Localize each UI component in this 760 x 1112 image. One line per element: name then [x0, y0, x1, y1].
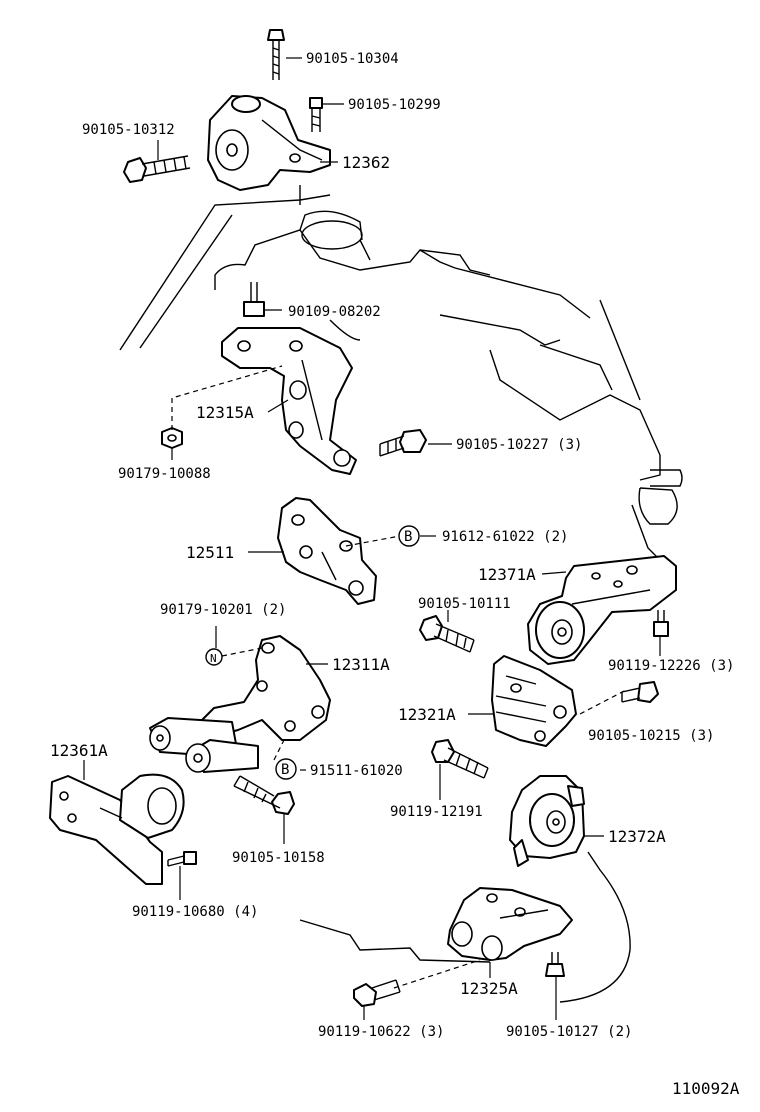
bolt-90119-10622-icon: [353, 979, 401, 1007]
label-12371A: 12371A: [478, 565, 536, 584]
bolt-90105-10215-dashed-leader: [579, 689, 627, 715]
label-91612-61022: 91612-61022 (2): [442, 529, 568, 545]
bolt-90105-10299-icon: [309, 97, 323, 132]
engine-mount-insulator-12372A[interactable]: [509, 775, 585, 867]
svg-text:N: N: [210, 652, 217, 665]
bolt-90119-10680-icon: [167, 851, 197, 867]
svg-text:B: B: [404, 529, 412, 545]
bolt-90119-10622-dashed-leader: [393, 959, 481, 989]
label-90179-10201: 90179-10201 (2): [160, 602, 286, 618]
label-90105-10304: 90105-10304: [306, 51, 399, 67]
nut-90179-10088-icon: [161, 427, 183, 449]
engine-mount-insulator-12361A[interactable]: [49, 773, 185, 885]
engine-mount-bracket-12315A[interactable]: [221, 327, 357, 475]
nut-90179-10201-dashed-leader: [221, 647, 263, 657]
bolt-91612-61022-dashed-leader: [345, 535, 401, 547]
bolt-90119-12191-icon: [431, 739, 489, 779]
bolt-90105-10111-icon: [419, 615, 475, 653]
callout-b-lower: B: [275, 758, 297, 780]
nut-90179-10088-dashed-leader: [171, 365, 283, 430]
bolt-90105-10158-icon: [233, 775, 295, 815]
label-91511-61020: 91511-61020: [310, 763, 403, 779]
label-90119-12226: 90119-12226 (3): [608, 658, 734, 674]
bolt-90105-10127-icon: [545, 952, 565, 977]
label-90179-10088: 90179-10088: [118, 466, 211, 482]
callout-b-upper: B: [398, 525, 420, 547]
engine-mount-insulator-12371A[interactable]: [527, 555, 677, 665]
svg-text:B: B: [281, 762, 289, 778]
label-12315A: 12315A: [196, 403, 254, 422]
mount-to-bracket-guide-line: [559, 851, 631, 1003]
engine-mount-bracket-12311A[interactable]: [149, 635, 331, 773]
bolt-90105-10215-icon: [621, 681, 659, 703]
label-12372A: 12372A: [608, 827, 666, 846]
label-12321A: 12321A: [398, 705, 456, 724]
label-leader-lines: [83, 57, 661, 1020]
label-12511: 12511: [186, 543, 234, 562]
bolt-90119-12226-icon: [653, 610, 669, 637]
label-90119-10622: 90119-10622 (3): [318, 1024, 444, 1040]
engine-mount-insulator-12321A[interactable]: [491, 655, 577, 747]
label-12325A: 12325A: [460, 979, 518, 998]
bolt-90105-10312-icon: [123, 155, 191, 183]
bolt-90105-10304-icon: [267, 29, 285, 80]
bolt-90105-10227-icon: [379, 429, 427, 457]
label-12311A: 12311A: [332, 655, 390, 674]
ground-reference-line: [299, 919, 491, 963]
engine-block-outline: [119, 194, 683, 561]
label-90105-10312: 90105-10312: [82, 122, 175, 138]
engine-mount-bracket-12511[interactable]: [277, 497, 377, 605]
label-90105-10227: 90105-10227 (3): [456, 437, 582, 453]
label-90105-10215: 90105-10215 (3): [588, 728, 714, 744]
engine-mount-insulator-12362[interactable]: [207, 95, 331, 205]
label-12361A: 12361A: [50, 741, 108, 760]
label-90105-10299: 90105-10299: [348, 97, 441, 113]
label-90105-10158: 90105-10158: [232, 850, 325, 866]
callout-n: N: [205, 648, 223, 666]
label-90109-08202: 90109-08202: [288, 304, 381, 320]
bolt-91511-61020-dashed-leader: [273, 739, 285, 761]
label-90105-10111: 90105-10111: [418, 596, 511, 612]
label-12362: 12362: [342, 153, 390, 172]
figure-code: 110092A: [672, 1079, 740, 1098]
stud-90109-08202-icon: [243, 282, 265, 317]
label-90119-10680: 90119-10680 (4): [132, 904, 258, 920]
label-90105-10127: 90105-10127 (2): [506, 1024, 632, 1040]
engine-mount-bracket-12325A[interactable]: [447, 887, 573, 961]
label-90119-12191: 90119-12191: [390, 804, 483, 820]
